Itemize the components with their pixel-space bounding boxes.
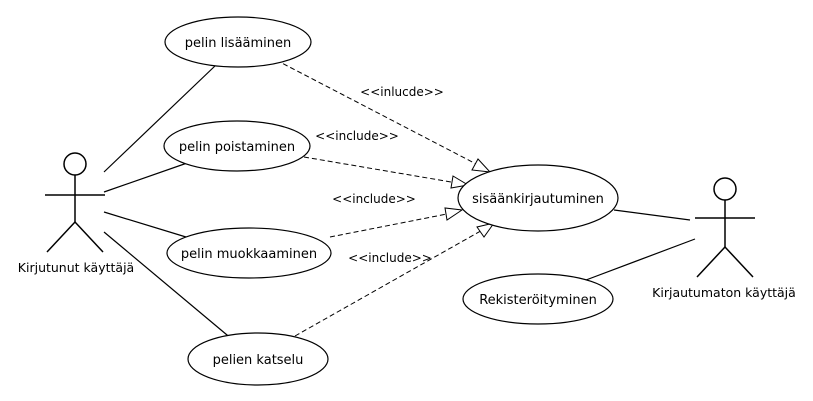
include-line-lisaaminen xyxy=(275,59,481,167)
association-katselu xyxy=(103,231,234,341)
actor-kirjautunut-figure[interactable] xyxy=(45,152,105,253)
include-line-muokkaaminen xyxy=(329,212,453,238)
include-arrow-lisaaminen xyxy=(471,158,492,173)
usecase-poistaminen-label: pelin poistaminen xyxy=(179,140,295,155)
usecase-lisaaminen-ellipse[interactable] xyxy=(164,16,312,68)
include-line-katselu xyxy=(294,227,487,337)
actor-kirjautunut-label: Kirjutunut käyttäjä xyxy=(18,260,134,275)
stereotype-poistaminen: <<include>> xyxy=(315,129,399,143)
association-sisaankirjautuminen xyxy=(613,209,691,221)
association-rekisteroityminen xyxy=(585,238,696,281)
usecase-katselu-label: pelien katselu xyxy=(213,353,304,368)
actor-kirjautumaton-label: Kirjautumaton käyttäjä xyxy=(652,285,796,300)
usecase-muokkaaminen-label: pelin muokkaaminen xyxy=(181,247,317,262)
usecase-katselu-ellipse[interactable] xyxy=(187,332,329,386)
actor-kirjautumaton-head xyxy=(713,177,737,201)
actor-kirjautumaton-figure[interactable] xyxy=(695,177,755,278)
actor-kirjautumaton-right-leg xyxy=(724,246,754,278)
stereotype-lisaaminen: <<inlucde>> xyxy=(360,85,444,99)
stereotype-katselu: <<include>> xyxy=(348,251,432,265)
usecase-rekisteroityminen-label: Rekisteröityminen xyxy=(479,293,597,308)
usecase-rekisteroityminen-ellipse[interactable] xyxy=(462,273,614,325)
actor-kirjautunut-left-leg xyxy=(46,221,76,253)
association-muokkaaminen xyxy=(103,211,187,238)
association-poistaminen xyxy=(103,161,191,193)
usecase-sisaankirjautuminen-ellipse[interactable] xyxy=(457,164,619,232)
association-lisaaminen xyxy=(103,64,217,173)
usecase-poistaminen-ellipse[interactable] xyxy=(163,120,311,172)
include-arrow-muokkaaminen xyxy=(444,207,464,221)
stereotype-muokkaaminen: <<include>> xyxy=(332,192,416,206)
actor-kirjautunut-right-leg xyxy=(74,221,104,253)
usecase-lisaaminen-label: pelin lisääminen xyxy=(185,36,292,51)
actor-kirjautunut-head xyxy=(63,152,87,176)
include-arrow-katselu xyxy=(476,222,496,238)
usecase-sisaankirjautuminen-label: sisäänkirjautuminen xyxy=(472,192,604,207)
usecase-muokkaaminen-ellipse[interactable] xyxy=(166,227,332,279)
include-line-poistaminen xyxy=(303,156,458,184)
actor-kirjautumaton-left-leg xyxy=(696,246,726,278)
